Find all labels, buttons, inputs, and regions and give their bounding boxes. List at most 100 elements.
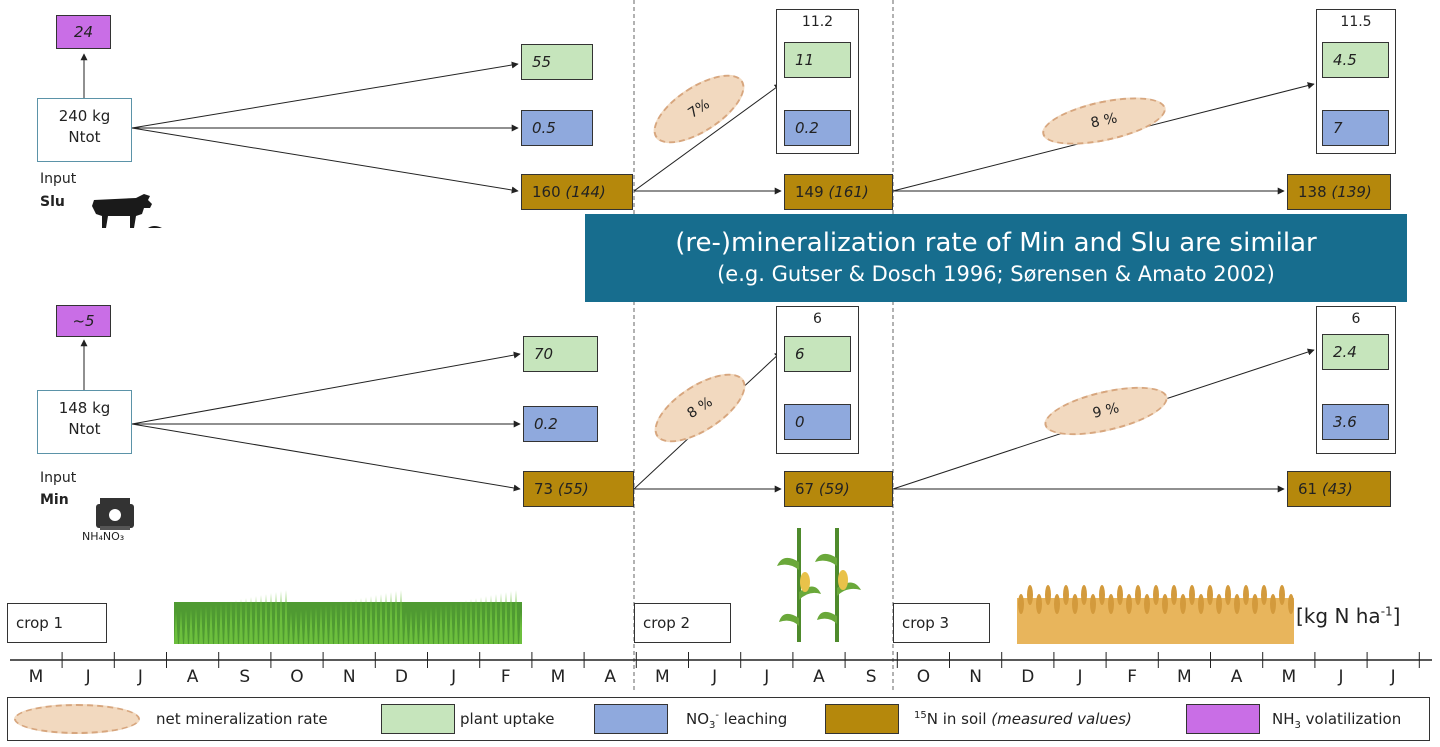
month-label: F xyxy=(500,667,511,687)
legend-leaching-label: NO3- leaching xyxy=(686,710,787,731)
similarity-banner: (re-)mineralization rate of Min and Slu … xyxy=(585,214,1407,302)
legend: net mineralization rate plant uptake NO3… xyxy=(7,697,1430,741)
slu-crop3-soil-calc: (139) xyxy=(1331,183,1372,201)
month-label: A xyxy=(813,667,825,687)
min-crop1-soil-calc: (55) xyxy=(557,480,589,498)
min-crop1-uptake: 70 xyxy=(523,336,598,372)
legend-uptake-label: plant uptake xyxy=(460,710,555,728)
month-label: F xyxy=(1127,667,1138,687)
month-label: J xyxy=(137,667,143,687)
min-crop2-uptake: 6 xyxy=(784,336,851,372)
legend-mineralization-swatch xyxy=(14,704,140,734)
month-label: J xyxy=(1338,667,1344,687)
month-label: D xyxy=(394,667,408,687)
slu-crop1-soil-measured: 160 xyxy=(532,183,561,201)
month-label: J xyxy=(1077,667,1083,687)
month-label: N xyxy=(342,667,356,687)
arrow-min-soil xyxy=(131,423,521,492)
legend-leaching-post: leaching xyxy=(719,710,788,728)
slu-input-label: Input xyxy=(40,171,77,187)
arrow-min-uptake xyxy=(131,351,521,425)
month-label: O xyxy=(290,667,304,687)
month-label: J xyxy=(764,667,770,687)
slu-crop2-total: 11.2 xyxy=(801,14,834,30)
min-crop2-soil-calc: (59) xyxy=(818,480,850,498)
min-input-type: Min xyxy=(40,492,69,508)
slu-crop3-uptake: 4.5 xyxy=(1322,42,1389,78)
scale-icon xyxy=(96,498,134,530)
month-label: S xyxy=(865,667,877,687)
unit-prefix: [kg N ha xyxy=(1296,604,1381,628)
legend-volatilization-label: NH3 volatilization xyxy=(1272,710,1401,731)
month-label: A xyxy=(186,667,199,687)
month-label: M xyxy=(1281,667,1297,687)
arrow-slu-crop2-uptake xyxy=(633,83,782,192)
month-label: D xyxy=(1021,667,1035,687)
min-input-unit: Ntot xyxy=(68,420,101,438)
slu-crop2-soil: 149 (161) xyxy=(784,174,893,210)
unit-suffix: ] xyxy=(1392,604,1401,628)
banner-citation: (e.g. Gutser & Dosch 1996; Sørensen & Am… xyxy=(717,262,1275,286)
grass-image xyxy=(174,590,522,644)
month-label: J xyxy=(712,667,718,687)
crop2-label: crop 2 xyxy=(634,603,731,643)
min-crop3-soil-measured: 61 xyxy=(1298,480,1318,498)
fertilizer-label: NH₄NO₃ xyxy=(82,530,125,543)
cow-icon xyxy=(92,194,162,228)
min-crop3-soil-calc: (43) xyxy=(1321,480,1353,498)
min-crop2-soil-measured: 67 xyxy=(795,480,815,498)
min-crop3-leaching: 3.6 xyxy=(1322,404,1389,440)
slu-crop2-soil-calc: (161) xyxy=(828,183,869,201)
legend-leaching-sub: 3 xyxy=(709,720,716,731)
slu-input-amount: 240 kg xyxy=(58,107,111,125)
min-input-amount: 148 kg xyxy=(58,399,111,417)
min-crop3-soil: 61 (43) xyxy=(1287,471,1391,507)
arrow-slu-soil xyxy=(131,127,519,194)
month-label: J xyxy=(85,667,91,687)
legend-leaching-swatch xyxy=(594,704,668,734)
min-crop1-soil-measured: 73 xyxy=(534,480,554,498)
maize-image xyxy=(777,528,861,642)
slu-input-unit: Ntot xyxy=(68,128,101,146)
slu-crop1-uptake: 55 xyxy=(521,44,593,80)
month-label: J xyxy=(451,667,457,687)
legend-mineralization-label: net mineralization rate xyxy=(156,710,328,728)
min-input-label: Input xyxy=(40,470,77,486)
slu-crop1-soil-calc: (144) xyxy=(565,183,606,201)
slu-input-type: Slu xyxy=(40,194,65,210)
min-crop1-leaching: 0.2 xyxy=(523,406,598,442)
legend-leaching-sup: - xyxy=(715,710,720,721)
slu-crop1-leaching: 0.5 xyxy=(521,110,593,146)
legend-volatilization-sub: 3 xyxy=(1294,720,1301,731)
month-label: A xyxy=(604,667,616,687)
unit-exponent: -1 xyxy=(1380,604,1393,619)
month-label: M xyxy=(550,667,566,687)
arrow-slu-uptake xyxy=(131,61,519,129)
min-crop2-total: 6 xyxy=(813,311,822,327)
legend-soil-label: 15N in soil (measured values) xyxy=(914,710,1132,728)
legend-soil-sup: 15 xyxy=(914,710,927,721)
month-label: S xyxy=(239,667,251,687)
banner-headline: (re-)mineralization rate of Min and Slu … xyxy=(675,228,1317,258)
legend-uptake-swatch xyxy=(381,704,455,734)
month-label: M xyxy=(655,667,670,687)
crop1-label: crop 1 xyxy=(7,603,107,643)
slu-crop3-soil: 138 (139) xyxy=(1287,174,1391,210)
slu-volatilization-box: 24 xyxy=(56,15,111,49)
slu-crop2-uptake: 11 xyxy=(784,42,851,78)
min-input-box: 148 kg Ntot xyxy=(37,390,132,454)
month-label: N xyxy=(969,667,982,687)
slu-crop2-leaching: 0.2 xyxy=(784,110,851,146)
legend-leaching-pre: NO xyxy=(686,710,710,728)
legend-volatilization-swatch xyxy=(1186,704,1260,734)
month-label: M xyxy=(28,667,44,687)
min-crop3-uptake: 2.4 xyxy=(1322,334,1389,370)
legend-soil-main: N in soil xyxy=(926,710,992,728)
month-label: O xyxy=(916,667,931,687)
month-label: A xyxy=(1230,667,1243,687)
slu-input-box: 240 kg Ntot xyxy=(37,98,132,162)
min-volatilization-box: ~5 xyxy=(56,305,111,337)
crop3-label: crop 3 xyxy=(893,603,990,643)
month-label: M xyxy=(1177,667,1192,687)
slu-crop3-soil-measured: 138 xyxy=(1298,183,1327,201)
